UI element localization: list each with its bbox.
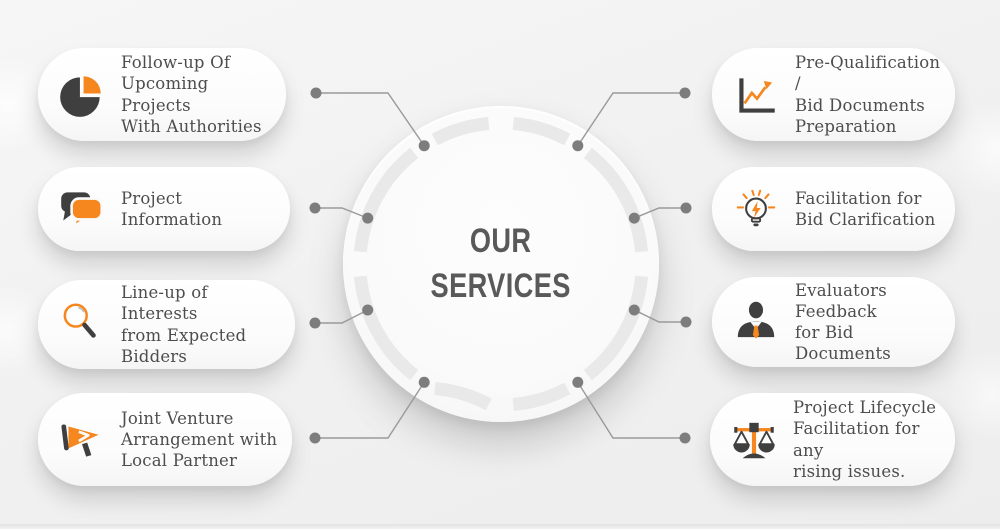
- line-chart-icon: [730, 69, 782, 121]
- connector-node: [679, 87, 691, 99]
- page-title-line2: SERVICES: [430, 267, 572, 305]
- connector-node: [679, 432, 691, 444]
- connector-node: [310, 87, 322, 99]
- service-pill-pre-qualification: Pre-Qualification / Bid Documents Prepar…: [712, 48, 955, 141]
- service-label: Line-up of Interests from Expected Bidde…: [121, 283, 247, 366]
- connector-node: [309, 317, 321, 329]
- service-pill-project-lifecycle: Project Lifecycle Facilitation for any r…: [710, 393, 955, 486]
- service-label: Project Information: [121, 188, 223, 229]
- center-circle: OUR SERVICES: [343, 106, 659, 422]
- scales-icon: [728, 414, 780, 466]
- service-label: Project Lifecycle Facilitation for any r…: [793, 398, 937, 481]
- service-pill-line-up-interests: Line-up of Interests from Expected Bidde…: [38, 280, 295, 369]
- page-title: OUR SERVICES: [431, 219, 571, 309]
- megaphone-icon: [56, 414, 108, 466]
- service-pill-follow-up: Follow-up Of Upcoming Projects With Auth…: [38, 48, 286, 141]
- businessman-icon: [730, 296, 782, 348]
- connector-node: [309, 432, 321, 444]
- page-title-line1: OUR: [470, 222, 532, 261]
- connector-node: [680, 202, 692, 214]
- service-label: Facilitation for Bid Clarification: [795, 188, 936, 229]
- service-pill-joint-venture: Joint Venture Arrangement with Local Par…: [38, 393, 292, 486]
- magnifier-icon: [56, 299, 108, 351]
- service-label: Joint Venture Arrangement with Local Par…: [121, 408, 278, 471]
- service-label: Evaluators Feedback for Bid Documents: [795, 280, 891, 364]
- service-label: Pre-Qualification / Bid Documents Prepar…: [795, 53, 941, 136]
- lightbulb-icon: [730, 183, 782, 235]
- service-pill-evaluators-feedback: Evaluators Feedback for Bid Documents: [712, 277, 955, 367]
- chat-bubbles-icon: [56, 183, 108, 235]
- service-label: Follow-up Of Upcoming Projects With Auth…: [121, 53, 262, 136]
- bottom-edge: [0, 524, 1000, 529]
- service-pill-project-information: Project Information: [38, 167, 290, 251]
- pie-chart-icon: [56, 69, 108, 121]
- connector-node: [680, 316, 692, 328]
- service-pill-bid-clarification: Facilitation for Bid Clarification: [712, 167, 955, 251]
- connector-node: [309, 202, 321, 214]
